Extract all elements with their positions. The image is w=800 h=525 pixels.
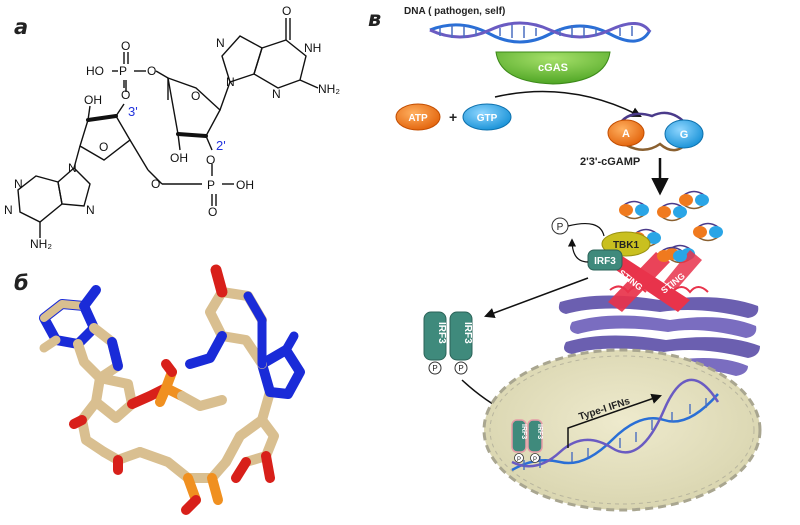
cgamp-a-label: A xyxy=(622,128,630,140)
cgas-label: cGAS xyxy=(538,62,568,74)
atom-label-p: P xyxy=(119,64,127,78)
sting-dimer: STING STING xyxy=(604,246,709,312)
cgamp-molecule: A G xyxy=(607,111,704,152)
phospho-label: P xyxy=(517,457,521,463)
atom-label-o: O xyxy=(147,64,156,78)
synthesis-arrow xyxy=(494,90,642,117)
cgamp-label: 2'3'-cGAMP xyxy=(580,156,640,168)
atom-label-p: P xyxy=(207,178,215,192)
release-arrow xyxy=(484,277,589,318)
gtp-label: GTP xyxy=(477,113,498,124)
atom-label-ho: HO xyxy=(86,64,104,78)
chemical-structure xyxy=(17,18,319,238)
phospho-label: P xyxy=(533,457,537,463)
atom-label-oh: OH xyxy=(84,93,102,107)
atom-label-o: O xyxy=(121,88,130,102)
irf3-dimer-nuclear: IRF3 IRF3 P P xyxy=(511,419,543,463)
atom-label-o: O xyxy=(99,140,108,154)
dna-helix-top xyxy=(429,21,652,44)
atom-label-n: N xyxy=(272,87,281,101)
atom-label-nh: NH xyxy=(304,41,321,55)
irf3-label: IRF3 xyxy=(462,322,473,344)
panel-letter-b: б xyxy=(14,271,29,295)
atom-label-n: N xyxy=(14,177,23,191)
atom-label-oh: OH xyxy=(236,178,254,192)
prime-label-2: 2' xyxy=(216,138,226,153)
irf3-label: IRF3 xyxy=(436,322,447,344)
irf3-protein-bound: IRF3 xyxy=(587,249,623,271)
cgas-enzyme: cGAS xyxy=(495,51,611,85)
gtp-molecule: GTP xyxy=(462,103,512,131)
plus-sign: + xyxy=(449,109,457,125)
phosphate-group: P xyxy=(551,217,605,263)
atom-label-o: O xyxy=(191,89,200,103)
atom-label-nh2: NH₂ xyxy=(318,82,340,96)
atom-label-nh2: NH₂ xyxy=(30,237,52,251)
panel-letter-c: в xyxy=(368,7,381,31)
atp-molecule: ATP xyxy=(395,103,441,131)
structure-labels: HO P O O O O OH 3' O OH 2' O P OH O O O … xyxy=(4,4,340,251)
atom-label-n: N xyxy=(86,203,95,217)
atom-label-o: O xyxy=(208,205,217,219)
dna-helix-nucleus xyxy=(511,378,720,472)
stick-model xyxy=(39,264,305,515)
irf3-dimer: IRF3 IRF3 P P xyxy=(423,311,473,375)
atom-label-n: N xyxy=(226,75,235,89)
atom-label-n: N xyxy=(68,161,77,175)
atom-label-n: N xyxy=(216,36,225,50)
transcription-arrow xyxy=(567,393,662,448)
atom-label-n: N xyxy=(4,203,13,217)
atom-label-o: O xyxy=(151,177,160,191)
atp-label: ATP xyxy=(408,113,428,124)
phospho-label: P xyxy=(557,222,564,233)
irf3-label: IRF3 xyxy=(594,256,616,267)
dna-label: DNA ( pathogen, self) xyxy=(404,6,505,17)
tbk1-label: TBK1 xyxy=(613,240,640,251)
atom-label-o: O xyxy=(121,39,130,53)
irf3-label: IRF3 xyxy=(536,424,543,439)
atom-label-o: O xyxy=(282,4,291,18)
panel-letter-a: a xyxy=(14,15,28,39)
irf3-label: IRF3 xyxy=(520,424,527,439)
cgamp-g-label: G xyxy=(680,129,689,141)
atom-label-oh: OH xyxy=(170,151,188,165)
phospho-label: P xyxy=(458,364,463,373)
phospho-label: P xyxy=(432,364,437,373)
atom-label-o: O xyxy=(206,153,215,167)
prime-label-3: 3' xyxy=(128,104,138,119)
